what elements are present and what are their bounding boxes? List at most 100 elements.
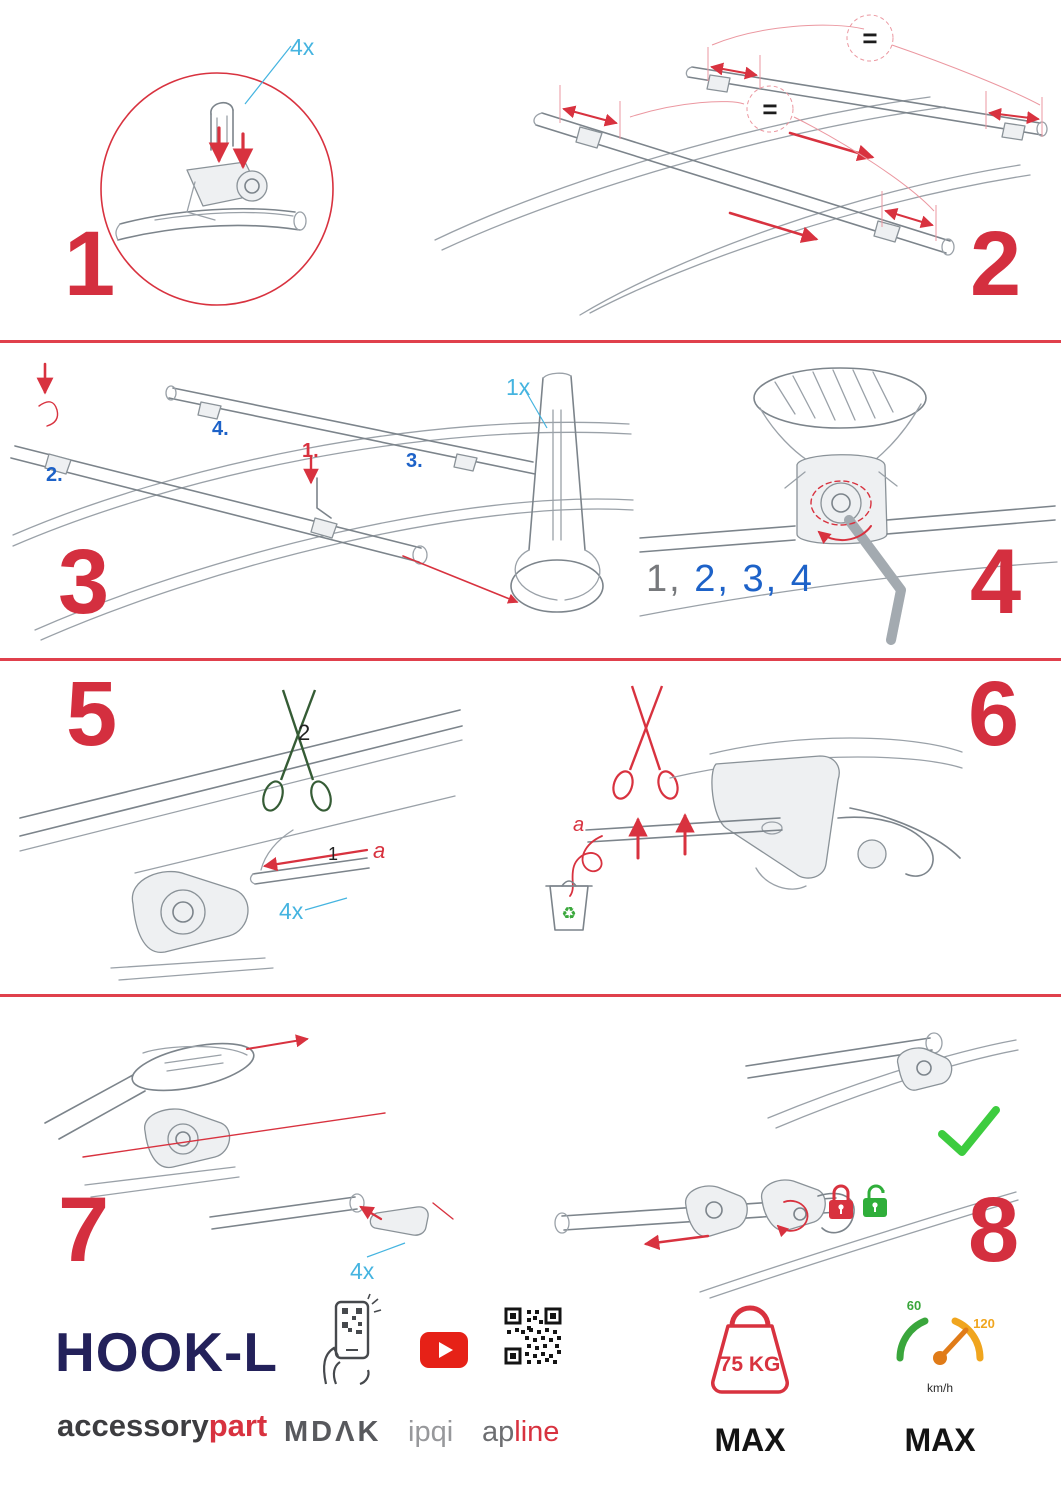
funnel-tool-sketch	[510, 372, 604, 613]
step5-qty-label: 4x	[279, 898, 304, 924]
step5-sub2-label: 2	[298, 720, 311, 745]
step3-sub4-label: 4.	[212, 418, 229, 440]
rail-cross-section	[753, 367, 927, 461]
qty-leader-line	[304, 897, 348, 911]
step5-illustration	[19, 689, 463, 981]
section-divider-3	[0, 994, 1061, 997]
magnifier-circle	[100, 72, 334, 306]
clamp-b-sketch	[761, 1179, 855, 1234]
max-weight-icon: 75 KG	[711, 1305, 789, 1394]
allen-key	[844, 515, 906, 645]
step4-number: 4	[970, 531, 1022, 633]
step6-illustration: ♻	[545, 685, 963, 931]
equal-spacing-callouts: = =	[629, 14, 1041, 212]
logo-line: line	[514, 1416, 560, 1448]
tighten-arrow	[776, 1199, 809, 1238]
step8-number: 8	[968, 1179, 1020, 1281]
section-divider-2	[0, 658, 1061, 661]
step7-number: 7	[58, 1179, 110, 1281]
scissors-icon	[262, 689, 332, 812]
qty-leader-line	[524, 389, 548, 429]
pull-arrow	[262, 848, 369, 872]
rear-crossbar-sketch	[165, 385, 536, 475]
rail-end-sketch	[44, 1042, 255, 1140]
step7-illustration	[44, 1034, 454, 1258]
logo-apline: apline	[482, 1416, 559, 1449]
cut-strip-red	[569, 835, 603, 897]
phone-qr-pattern	[342, 1308, 362, 1334]
footer: HOOK-L accessorypart	[0, 1290, 1061, 1500]
bar-through-clamp	[639, 505, 1056, 553]
step6-part-a-label: a	[573, 814, 585, 836]
step8-illustration	[554, 1032, 1019, 1299]
sequence-first: 1,	[646, 558, 682, 600]
padlock-open-icon	[863, 1184, 887, 1217]
weight-value: 75 KG	[720, 1353, 781, 1376]
step2-number: 2	[970, 213, 1022, 315]
endcap-sketch	[209, 1193, 454, 1236]
sparkle-lines	[367, 1293, 382, 1313]
section-divider-1	[0, 340, 1061, 343]
roof-rails-sketch	[12, 421, 634, 641]
step3-number: 3	[58, 531, 110, 633]
front-crossbar-sketch	[533, 112, 955, 256]
logo-mdak: MDΛK	[284, 1416, 382, 1448]
slide-arrow	[643, 1234, 710, 1251]
step3-illustration	[10, 362, 634, 641]
step3-sub3-label: 3.	[406, 450, 423, 472]
red-hints	[36, 362, 519, 604]
brand-accessory: accessory	[57, 1408, 209, 1443]
padlock-closed-icon	[829, 1184, 853, 1219]
foot-clamp-sketch	[110, 870, 274, 981]
step1-illustration	[100, 45, 334, 306]
speed-unit-label: km/h	[927, 1381, 953, 1395]
clamp-sketch	[186, 161, 268, 221]
trash-bin-icon: ♻	[545, 880, 593, 931]
brand-part: part	[208, 1408, 268, 1443]
step4-tighten-sequence: 1, 2, 3, 4	[646, 558, 814, 601]
speed-high-label: 120	[973, 1316, 995, 1331]
ok-check-icon	[938, 1106, 1000, 1156]
rotate-arrow	[810, 480, 872, 545]
logo-ap: ap	[482, 1416, 515, 1448]
step5-sub1-label: 1	[328, 844, 339, 864]
scissors-icon-red	[612, 685, 679, 800]
foot-sketch	[84, 1108, 240, 1198]
step6-number: 6	[968, 663, 1020, 765]
equal-sign-1: =	[862, 23, 877, 53]
step1-number: 1	[64, 213, 116, 315]
clamp-a-sketch	[685, 1185, 748, 1238]
step1-qty-label: 4x	[290, 34, 315, 60]
sequence-rest: 2, 3, 4	[681, 558, 814, 600]
qr-code	[504, 1307, 562, 1365]
step5-number: 5	[66, 663, 118, 765]
bracket-sketch	[711, 755, 840, 890]
brand-wordmark: accessorypart	[57, 1408, 267, 1444]
qty-leader-line	[244, 45, 292, 105]
step7-qty-label: 4x	[350, 1258, 375, 1284]
hand-sketch	[323, 1346, 370, 1386]
step4-illustration	[639, 367, 1058, 645]
rail-top-sketch	[745, 1032, 1019, 1129]
speedometer-icon: 60 120 km/h	[896, 1298, 995, 1395]
roof-edge-sketch	[19, 709, 463, 874]
hook-plate-sketch	[210, 102, 234, 151]
roof-line	[639, 561, 1058, 617]
allen-key-small	[316, 477, 332, 519]
youtube-icon	[420, 1332, 468, 1368]
step2-illustration: = =	[434, 14, 1048, 316]
clamp-arm-sketch	[837, 816, 934, 877]
logo-ipqi: ipqi	[408, 1416, 454, 1448]
crossbar-sketch	[115, 207, 307, 241]
qty-leader-line	[366, 1242, 406, 1258]
product-name: HOOK-L	[55, 1321, 278, 1383]
measure-arrows	[559, 47, 1043, 243]
step3-sub2-label: 2.	[46, 464, 63, 486]
recycle-symbol: ♻	[561, 904, 576, 923]
roof-rails-sketch	[434, 96, 1031, 316]
step5-part-a-label: a	[373, 838, 386, 863]
front-crossbar-sketch	[10, 445, 428, 565]
insert-arrows	[628, 813, 695, 860]
equal-sign-2: =	[762, 94, 777, 124]
